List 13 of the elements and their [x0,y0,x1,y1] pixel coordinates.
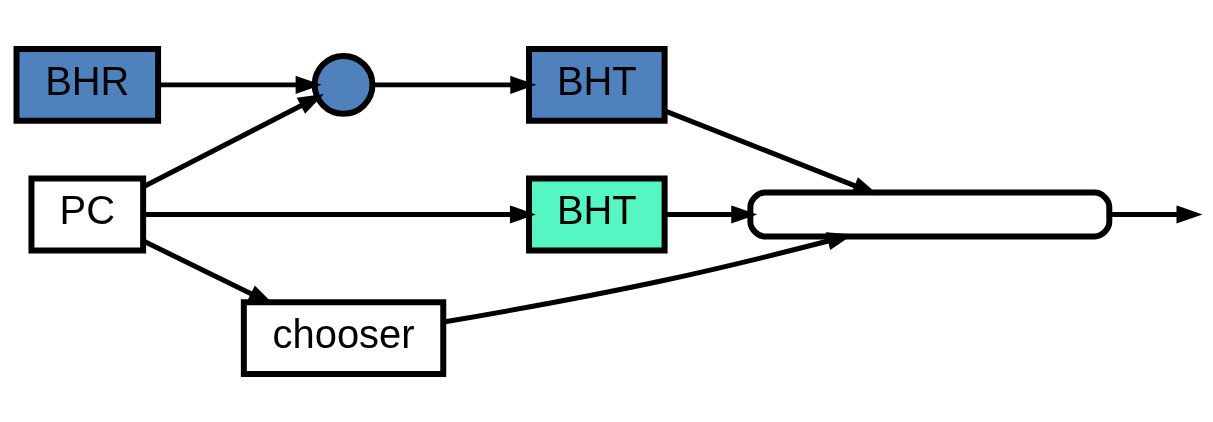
node-box: PC [28,175,147,253]
node-box: BHT [526,45,668,124]
node-box: BHT [526,175,668,253]
node-circle [311,52,376,117]
arrow [664,108,879,195]
node-oval [747,189,1113,239]
arrow [1109,204,1203,224]
arrow [143,204,536,224]
arrow [158,75,322,94]
node-box: chooser [240,298,447,377]
node-box: BHR [13,45,162,124]
arrow [373,75,537,94]
arrow [665,204,758,224]
